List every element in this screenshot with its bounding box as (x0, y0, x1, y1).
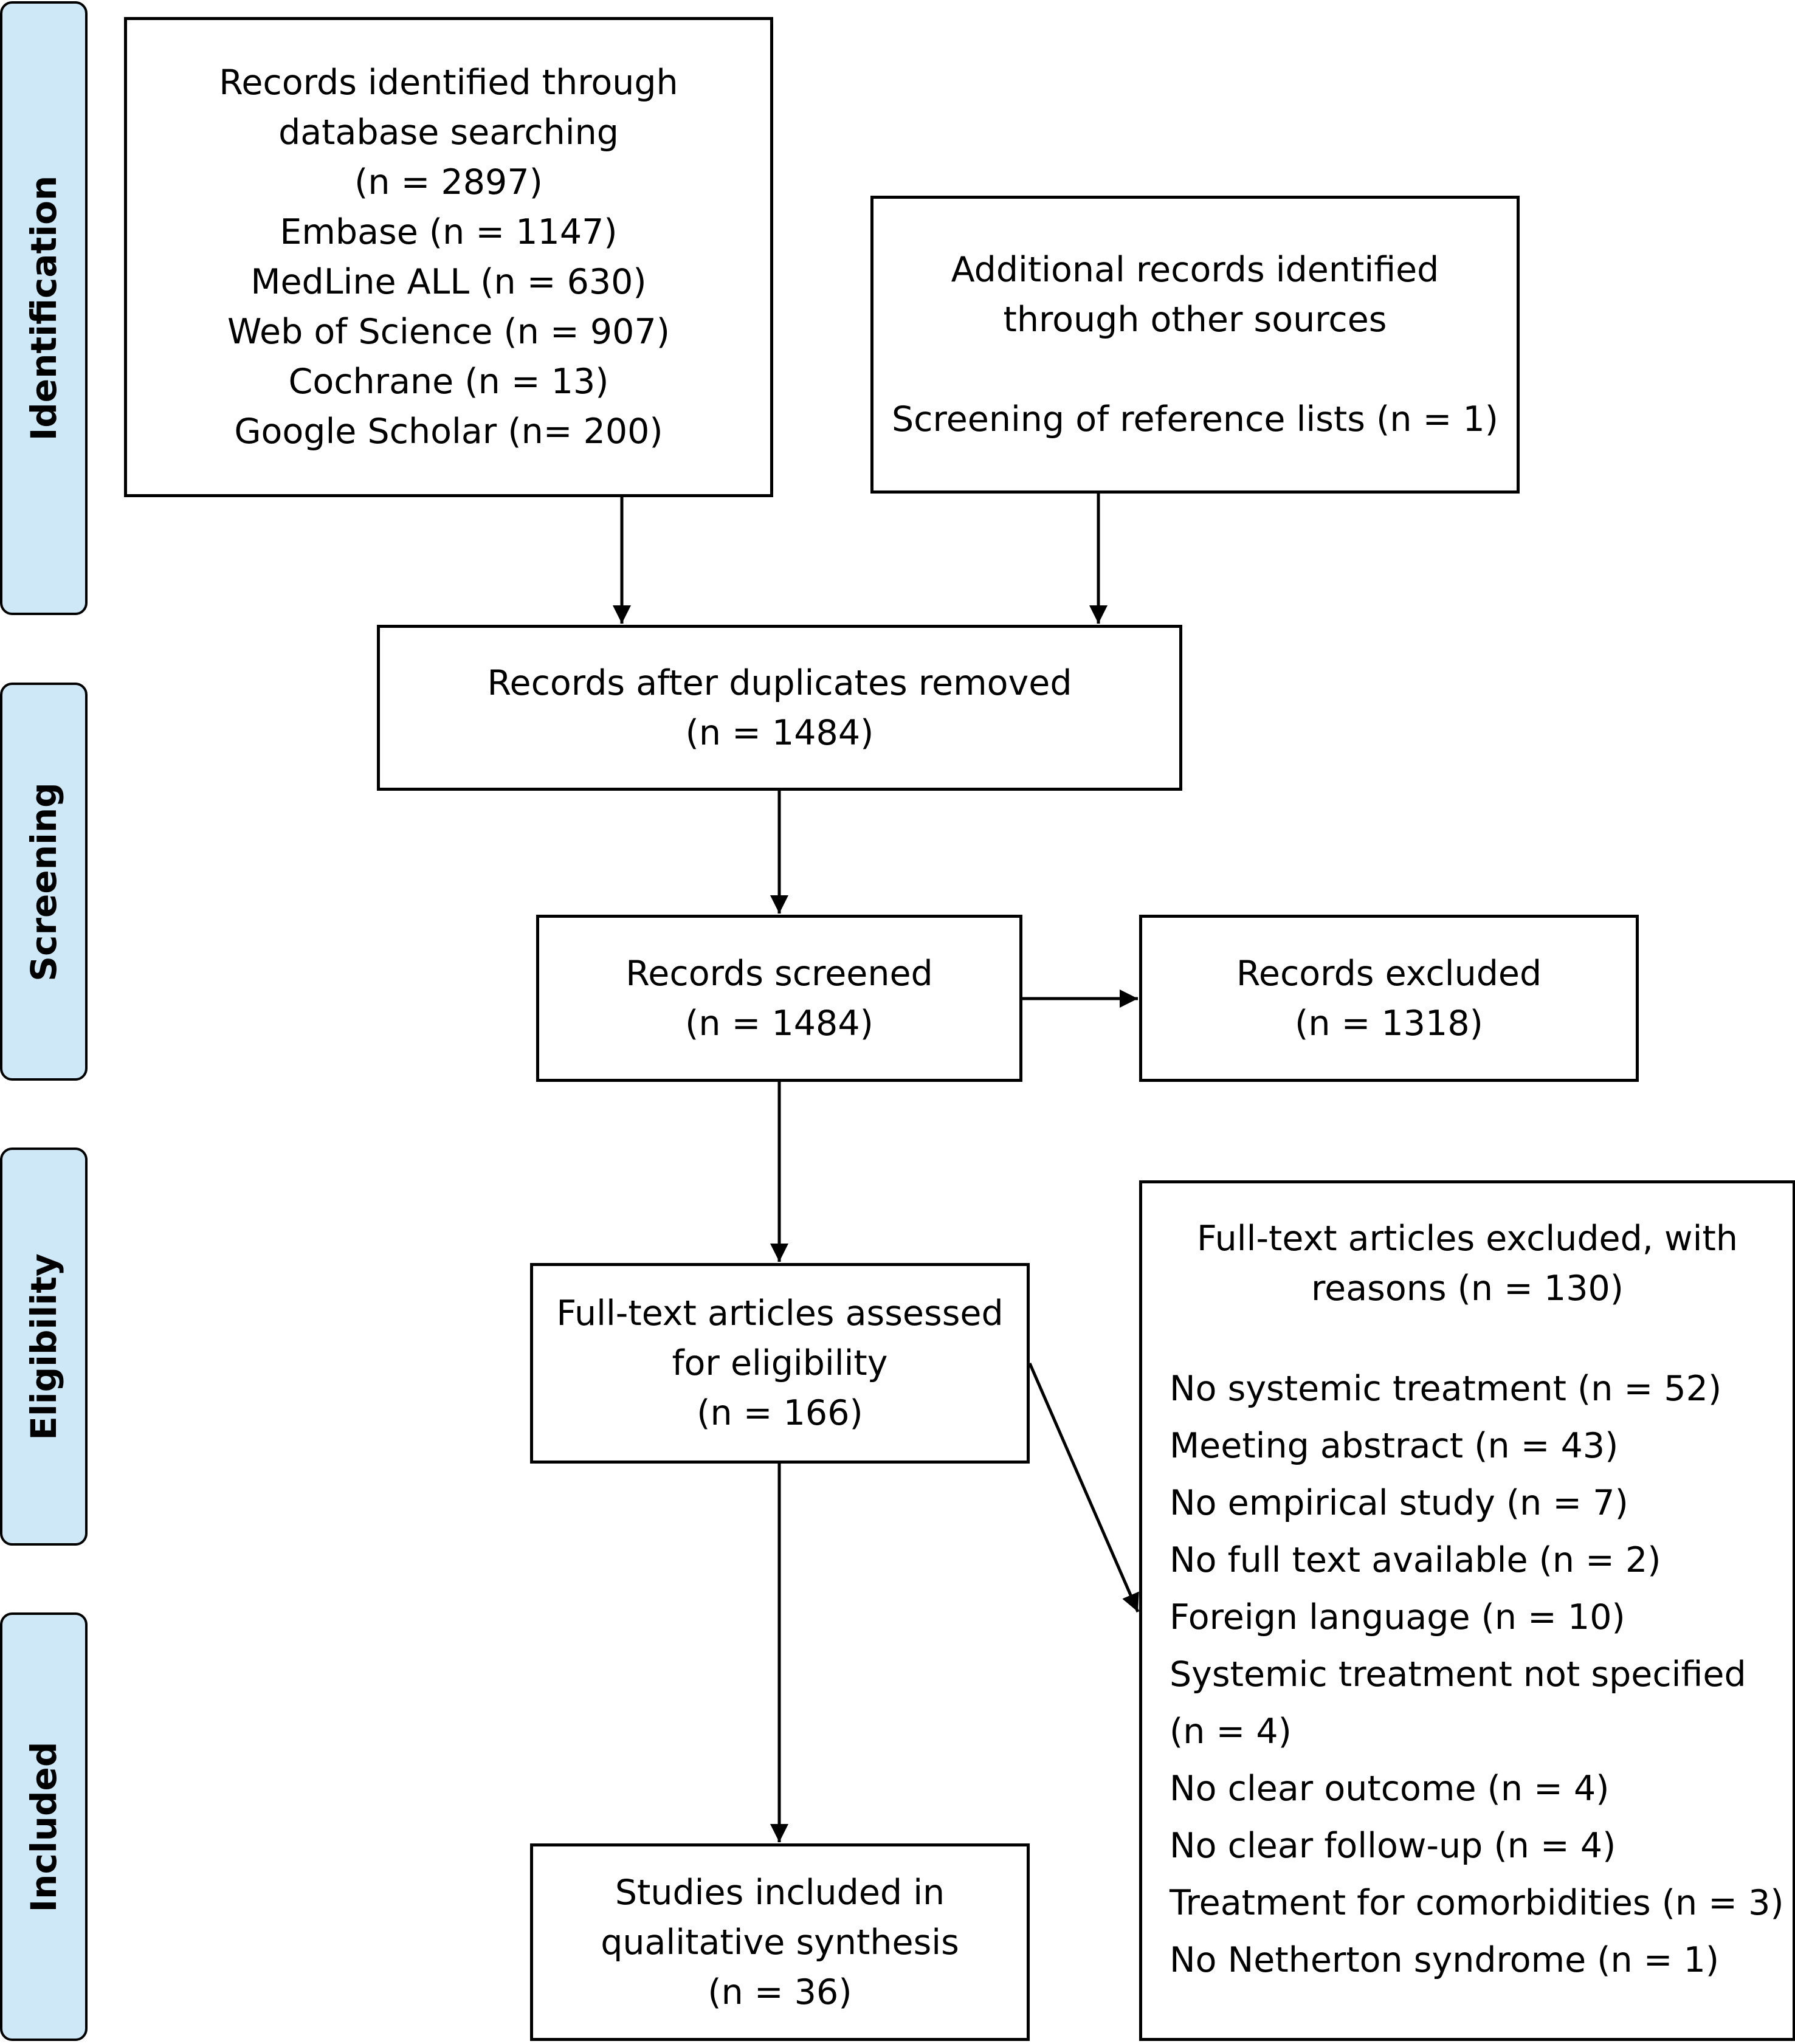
fulltext-excluded-head-1: Full-text articles excluded, with (1197, 1219, 1738, 1259)
reason-item: No empirical study (n = 7) (1170, 1483, 1628, 1523)
exclusion-reasons-list: No systemic treatment (n = 52) Meeting a… (1142, 1360, 1793, 1989)
duplicates-title: Records after duplicates removed (487, 662, 1072, 703)
reason-item: No clear follow-up (n = 4) (1170, 1826, 1616, 1866)
additional-detail: Screening of reference lists (n = 1) (892, 399, 1498, 439)
records-excluded-box: Records excluded (n = 1318) (1139, 915, 1639, 1082)
database-line-2: database searching (278, 112, 619, 153)
phase-included: Included (0, 1612, 88, 2041)
reason-item: No Netherton syndrome (n = 1) (1170, 1940, 1720, 1980)
included-line-1: Studies included in (615, 1872, 945, 1913)
database-google-scholar: Google Scholar (n= 200) (234, 411, 663, 452)
excluded-count: (n = 1318) (1295, 1003, 1483, 1044)
additional-title-1: Additional records identified (951, 250, 1439, 290)
reason-item: Meeting abstract (n = 43) (1170, 1426, 1619, 1466)
fulltext-excluded-box: Full-text articles excluded, with reason… (1139, 1180, 1795, 2041)
reason-item: (n = 4) (1170, 1712, 1292, 1752)
fulltext-line-2: for eligibility (672, 1343, 888, 1383)
reason-item: Foreign language (n = 10) (1170, 1597, 1625, 1637)
included-line-2: qualitative synthesis (601, 1922, 959, 1963)
phase-eligibility: Eligibility (0, 1148, 88, 1546)
fulltext-count: (n = 166) (697, 1393, 863, 1433)
arrow-fulltext-to-excluded (1028, 1363, 1140, 1612)
screened-title: Records screened (625, 953, 933, 994)
additional-records-box: Additional records identified through ot… (870, 196, 1520, 494)
fulltext-excluded-head-2: reasons (n = 130) (1311, 1268, 1624, 1309)
studies-included-box: Studies included in qualitative synthesi… (530, 1843, 1030, 2041)
fulltext-excluded-heading: Full-text articles excluded, with reason… (1142, 1214, 1793, 1313)
fulltext-line-1: Full-text articles assessed (556, 1293, 1004, 1333)
included-count: (n = 36) (708, 1972, 852, 2012)
additional-title-2: through other sources (1003, 300, 1387, 340)
records-screened-box: Records screened (n = 1484) (536, 915, 1022, 1082)
reason-item: No clear outcome (n = 4) (1170, 1769, 1610, 1809)
excluded-title: Records excluded (1236, 953, 1542, 994)
duplicates-count: (n = 1484) (685, 712, 874, 753)
phase-identification: Identification (0, 1, 88, 615)
reason-item: Systemic treatment not specified (1170, 1654, 1746, 1695)
database-medline: MedLine ALL (n = 630) (250, 262, 647, 302)
database-embase: Embase (n = 1147) (280, 212, 618, 252)
database-cochrane: Cochrane (n = 13) (288, 362, 609, 402)
phase-screening: Screening (0, 683, 88, 1081)
reason-item: No full text available (n = 2) (1170, 1540, 1661, 1580)
fulltext-assessed-box: Full-text articles assessed for eligibil… (530, 1263, 1030, 1464)
screened-count: (n = 1484) (685, 1003, 873, 1044)
reason-item: No systemic treatment (n = 52) (1170, 1369, 1722, 1409)
database-total: (n = 2897) (354, 162, 543, 202)
database-search-box: Records identified through database sear… (124, 17, 773, 497)
reason-item: Treatment for comorbidities (n = 3) (1170, 1883, 1784, 1923)
duplicates-removed-box: Records after duplicates removed (n = 14… (377, 625, 1182, 791)
database-wos: Web of Science (n = 907) (227, 312, 670, 352)
database-line-1: Records identified through (219, 63, 678, 103)
